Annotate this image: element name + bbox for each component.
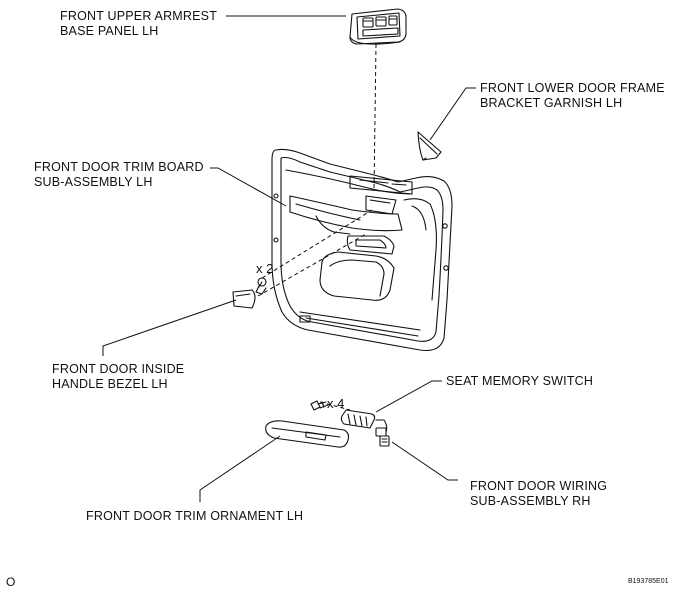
seat-memory-switch-part	[340, 409, 376, 429]
label-inside-handle-bezel-line2: HANDLE BEZEL LH	[52, 377, 168, 391]
armrest-base-panel-part	[349, 8, 407, 45]
footer-left-mark: O	[6, 575, 16, 589]
label-armrest-base-panel-line1: FRONT UPPER ARMREST	[60, 9, 218, 23]
label-inside-handle-bezel-line1: FRONT DOOR INSIDE	[52, 362, 185, 376]
wiring-sub-assembly-part	[375, 419, 390, 447]
label-seat-memory-switch: SEAT MEMORY SWITCH	[446, 374, 593, 389]
trim-board-part	[271, 148, 453, 352]
quantity-clip: x 2	[256, 261, 274, 276]
label-lower-frame-garnish-line2: BRACKET GARNISH LH	[480, 96, 623, 110]
leader-lines	[102, 15, 476, 502]
label-armrest-base-panel: FRONT UPPER ARMREST BASE PANEL LH	[60, 9, 217, 39]
label-lower-frame-garnish-line1: FRONT LOWER DOOR FRAME	[480, 81, 665, 95]
trim-board-clip	[255, 277, 267, 295]
label-trim-board: FRONT DOOR TRIM BOARD SUB-ASSEMBLY LH	[34, 160, 204, 190]
label-wiring-sub-assembly-line1: FRONT DOOR WIRING	[470, 479, 608, 493]
ornament-screw	[310, 400, 329, 411]
lower-frame-garnish-part	[417, 131, 442, 161]
label-trim-board-line2: SUB-ASSEMBLY LH	[34, 175, 153, 189]
label-inside-handle-bezel: FRONT DOOR INSIDE HANDLE BEZEL LH	[52, 362, 184, 392]
label-trim-ornament: FRONT DOOR TRIM ORNAMENT LH	[86, 509, 303, 524]
assembly-guide-lines	[257, 43, 377, 411]
quantity-screw: x 4	[327, 396, 345, 411]
trim-ornament-part	[265, 420, 350, 448]
label-wiring-sub-assembly-line2: SUB-ASSEMBLY RH	[470, 494, 591, 508]
label-armrest-base-panel-line2: BASE PANEL LH	[60, 24, 159, 38]
label-lower-frame-garnish: FRONT LOWER DOOR FRAME BRACKET GARNISH L…	[480, 81, 665, 111]
label-seat-memory-switch-line1: SEAT MEMORY SWITCH	[446, 374, 594, 388]
label-trim-ornament-line1: FRONT DOOR TRIM ORNAMENT LH	[86, 509, 304, 523]
label-trim-board-line1: FRONT DOOR TRIM BOARD	[34, 160, 204, 174]
figure-id: B193785E01	[628, 578, 669, 585]
label-wiring-sub-assembly: FRONT DOOR WIRING SUB-ASSEMBLY RH	[470, 479, 607, 509]
inside-handle-bezel-part	[232, 289, 256, 309]
